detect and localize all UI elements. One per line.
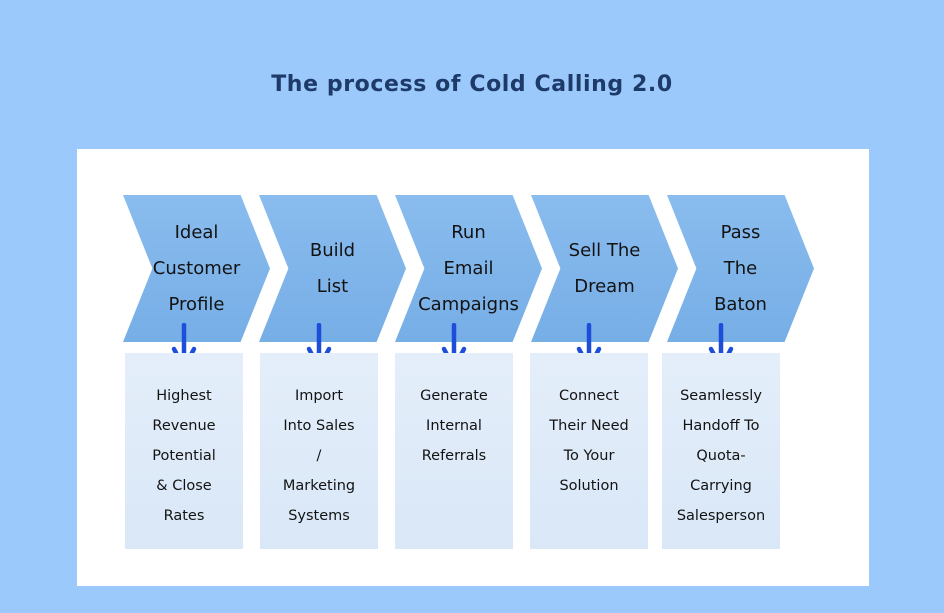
- description-box-2: Import Into Sales / Marketing Systems: [260, 353, 378, 549]
- description-text-4: Connect Their Need To Your Solution: [549, 388, 629, 494]
- chevron-step-2-label: Build List: [309, 239, 356, 297]
- chevron-step-1-label: Ideal Customer Profile: [152, 221, 241, 315]
- description-box-3: Generate Internal Referrals: [395, 353, 513, 549]
- diagram-panel: Ideal Customer Profile Build List Run Em…: [77, 149, 869, 586]
- description-box-1: Highest Revenue Potential & Close Rates: [125, 353, 243, 549]
- description-box-5: Seamlessly Handoff To Quota- Carrying Sa…: [662, 353, 780, 549]
- description-text-2: Import Into Sales / Marketing Systems: [282, 388, 356, 524]
- diagram-title: The process of Cold Calling 2.0: [271, 72, 673, 97]
- description-box-4: Connect Their Need To Your Solution: [530, 353, 648, 549]
- chevron-step-3-label: Run Email Campaigns: [418, 221, 519, 315]
- description-text-5: Seamlessly Handoff To Quota- Carrying Sa…: [676, 388, 766, 524]
- description-text-1: Highest Revenue Potential & Close Rates: [152, 388, 216, 524]
- chevron-step-5-label: Pass The Baton: [714, 221, 767, 315]
- description-text-3: Generate Internal Referrals: [420, 388, 488, 464]
- chevron-step-4-label: Sell The Dream: [568, 239, 641, 297]
